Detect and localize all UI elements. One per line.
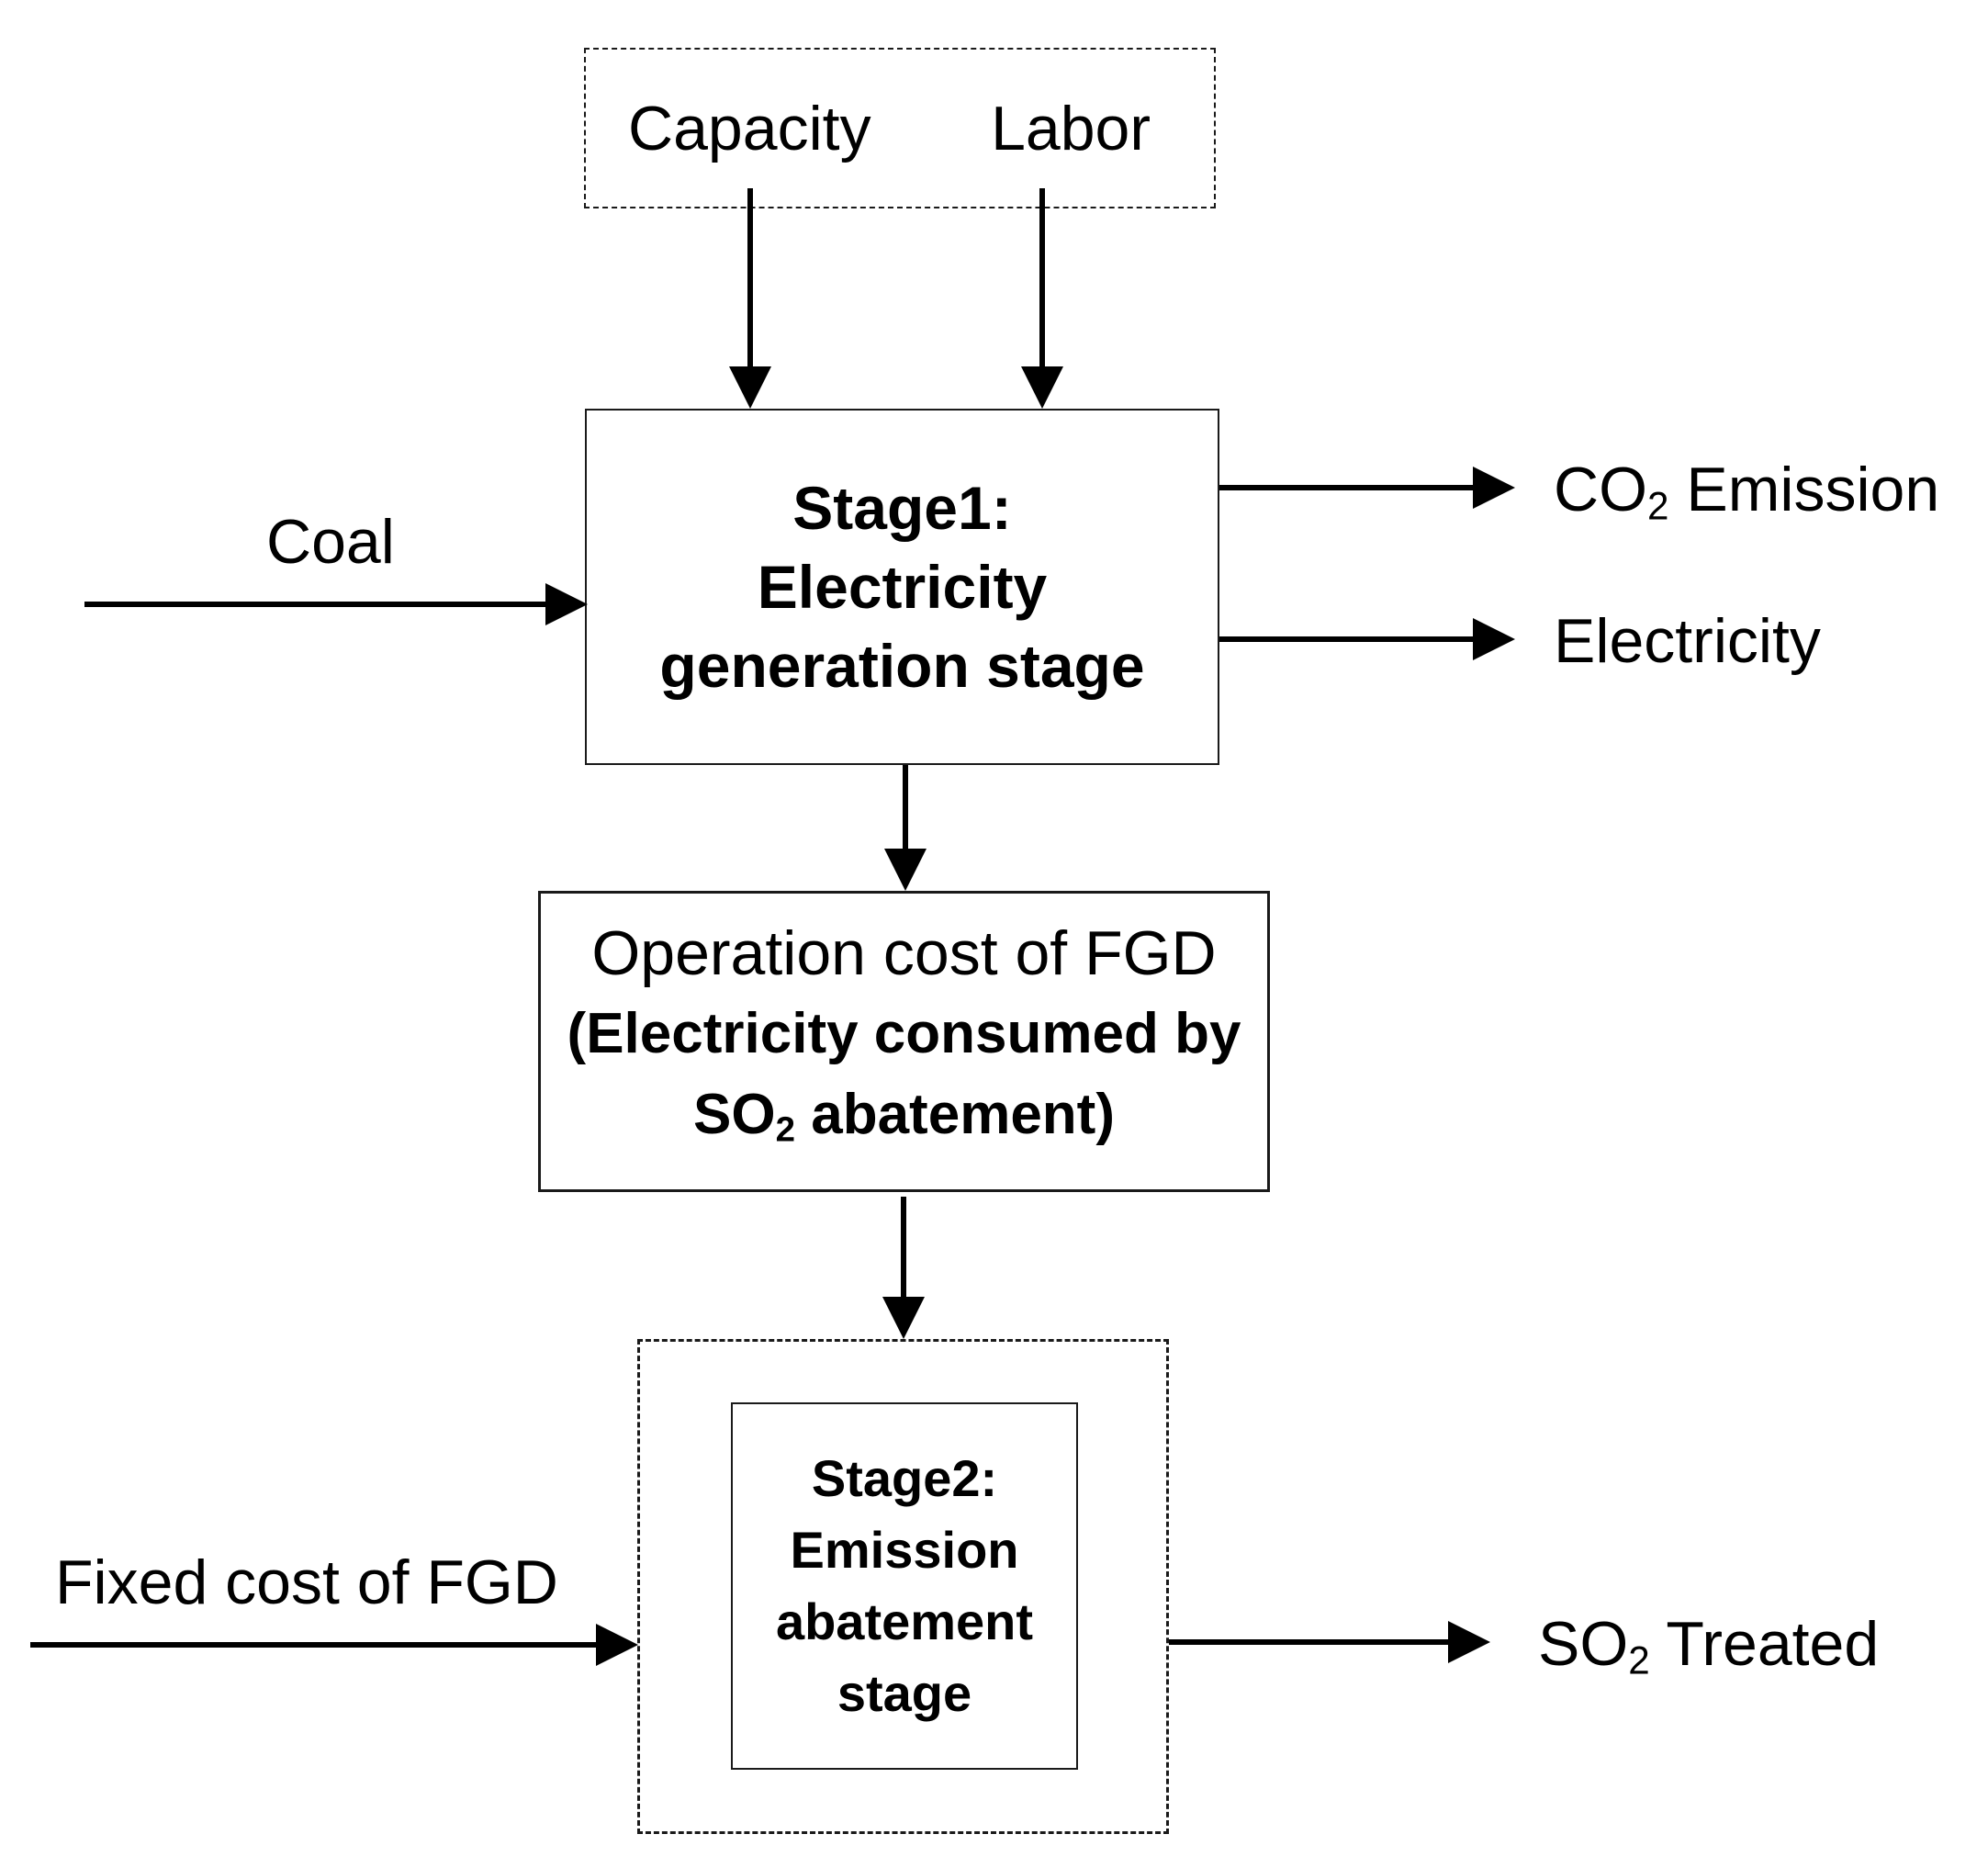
capacity-label: Capacity bbox=[628, 93, 871, 163]
so2-treated-label: SO2 Treated bbox=[1538, 1613, 1879, 1680]
so2-abatement-text: SO bbox=[693, 1082, 776, 1146]
coal-arrow-line bbox=[84, 602, 549, 607]
electricity-arrow-line bbox=[1219, 636, 1477, 642]
so2-abatement-suffix: abatement) bbox=[795, 1082, 1115, 1146]
stage2-box: Stage2: Emission abatement stage bbox=[731, 1402, 1078, 1770]
fixed-cost-label: Fixed cost of FGD bbox=[55, 1547, 558, 1617]
so2-treated-suffix: Treated bbox=[1649, 1609, 1880, 1679]
co2-label-suffix: Emission bbox=[1668, 455, 1940, 524]
stage2-title-line2: Emission bbox=[790, 1521, 1019, 1579]
stage1-to-operation-arrowhead-icon bbox=[884, 849, 927, 891]
so2-treated-arrow-line bbox=[1169, 1639, 1450, 1645]
stage1-title-line3: generation stage bbox=[659, 632, 1145, 700]
capacity-arrowhead-icon bbox=[729, 366, 771, 409]
stage2-title-line3: abatement bbox=[775, 1592, 1034, 1650]
co2-arrowhead-icon bbox=[1473, 467, 1515, 509]
electricity-arrowhead-icon bbox=[1473, 618, 1515, 660]
co2-arrow-line bbox=[1219, 485, 1477, 490]
so2-treated-text: SO bbox=[1538, 1609, 1629, 1679]
fixed-cost-arrow-line bbox=[30, 1642, 600, 1648]
fixed-cost-arrowhead-icon bbox=[596, 1624, 638, 1666]
so2-treated-subscript: 2 bbox=[1628, 1638, 1650, 1682]
co2-emission-label: CO2 Emission bbox=[1554, 458, 1939, 525]
operation-cost-line3: SO2 abatement) bbox=[693, 1075, 1115, 1170]
so2-treated-arrowhead-icon bbox=[1448, 1621, 1490, 1663]
stage1-title-line2: Electricity bbox=[757, 553, 1048, 621]
operation-to-stage2-arrow-line bbox=[901, 1197, 906, 1300]
co2-label-text: CO bbox=[1554, 455, 1647, 524]
operation-cost-line1: Operation cost of FGD bbox=[591, 917, 1217, 988]
coal-label: Coal bbox=[266, 507, 395, 577]
capacity-arrow-line bbox=[747, 188, 753, 370]
electricity-label: Electricity bbox=[1554, 606, 1821, 676]
inputs-dashed-box: Capacity Labor bbox=[584, 48, 1216, 208]
stage2-title-line1: Stage2: bbox=[811, 1449, 998, 1507]
operation-to-stage2-arrowhead-icon bbox=[882, 1297, 925, 1339]
labor-label: Labor bbox=[991, 93, 1151, 163]
stage1-box: Stage1: Electricity generation stage bbox=[585, 409, 1219, 765]
labor-arrowhead-icon bbox=[1021, 366, 1063, 409]
co2-label-subscript: 2 bbox=[1647, 484, 1669, 528]
stage2-title-line4: stage bbox=[837, 1664, 972, 1722]
coal-arrowhead-icon bbox=[545, 583, 588, 625]
stage1-to-operation-arrow-line bbox=[903, 765, 908, 852]
stage1-title-line1: Stage1: bbox=[792, 474, 1012, 542]
so2-abatement-subscript: 2 bbox=[775, 1109, 795, 1150]
operation-cost-box: Operation cost of FGD (Electricity consu… bbox=[538, 891, 1270, 1192]
operation-cost-line2: (Electricity consumed by bbox=[567, 1001, 1241, 1065]
labor-arrow-line bbox=[1039, 188, 1045, 370]
